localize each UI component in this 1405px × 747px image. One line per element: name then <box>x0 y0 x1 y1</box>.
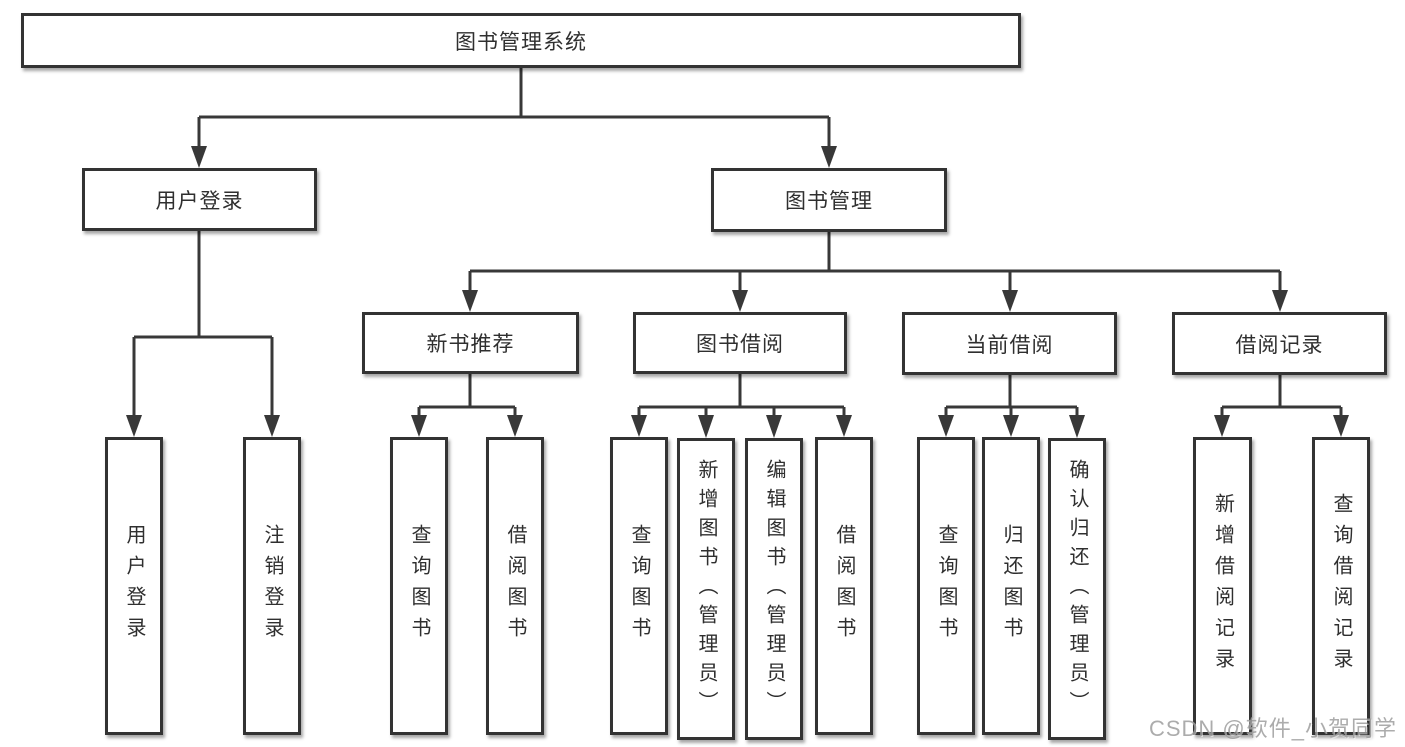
connector-user-login-children <box>132 231 274 417</box>
leaf-newbooks-borrow-label: 借阅图书 <box>504 524 526 648</box>
leaf-current-query: 查询图书 <box>917 437 975 735</box>
node-current-borrow-label: 当前借阅 <box>965 333 1054 357</box>
node-root-label: 图书管理系统 <box>455 30 587 54</box>
node-borrowing: 图书借阅 <box>633 312 847 374</box>
leaf-current-confirm: 确认归还（管理员） <box>1048 438 1106 740</box>
connector-current-children <box>944 375 1079 417</box>
node-root: 图书管理系统 <box>21 13 1021 68</box>
leaf-logout-label: 注销登录 <box>261 524 283 648</box>
node-current-borrow: 当前借阅 <box>902 312 1117 375</box>
leaf-borrowing-query: 查询图书 <box>610 437 668 735</box>
node-user-login-label: 用户登录 <box>155 189 244 213</box>
leaf-newbooks-borrow: 借阅图书 <box>486 437 544 735</box>
connector-new-books-children <box>417 374 517 417</box>
leaf-newbooks-query-label: 查询图书 <box>408 524 430 648</box>
node-new-books: 新书推荐 <box>362 312 579 374</box>
leaf-borrowing-query-label: 查询图书 <box>628 524 650 648</box>
node-book-mgmt: 图书管理 <box>711 168 947 232</box>
leaf-newbooks-query: 查询图书 <box>390 437 448 735</box>
leaf-user-login-label: 用户登录 <box>123 524 145 648</box>
node-borrowing-label: 图书借阅 <box>696 333 784 356</box>
leaf-records-add: 新增借阅记录 <box>1193 437 1252 735</box>
leaf-current-confirm-label: 确认归还（管理员） <box>1066 458 1088 720</box>
leaf-current-return: 归还图书 <box>982 437 1040 735</box>
leaf-borrowing-edit-label: 编辑图书（管理员） <box>763 458 785 720</box>
leaf-borrowing-borrow: 借阅图书 <box>815 437 873 735</box>
leaf-borrowing-add: 新增图书（管理员） <box>677 438 735 740</box>
leaf-borrowing-edit: 编辑图书（管理员） <box>745 438 803 740</box>
connector-root-to-level2 <box>197 68 831 148</box>
node-book-mgmt-label: 图书管理 <box>785 190 873 213</box>
csdn-watermark: CSDN @软件_小贺同学 <box>1148 716 1397 741</box>
node-new-books-label: 新书推荐 <box>426 333 515 356</box>
connector-book-mgmt-children <box>468 232 1282 292</box>
leaf-borrowing-add-label: 新增图书（管理员） <box>695 458 717 720</box>
leaf-current-return-label: 归还图书 <box>1000 524 1022 648</box>
node-borrow-records-label: 借阅记录 <box>1235 333 1324 357</box>
arrowheads <box>126 146 1349 438</box>
leaf-user-login: 用户登录 <box>105 437 163 735</box>
leaf-logout: 注销登录 <box>243 437 301 735</box>
leaf-records-add-label: 新增借阅记录 <box>1211 493 1234 679</box>
leaf-current-query-label: 查询图书 <box>935 524 957 648</box>
leaf-records-query: 查询借阅记录 <box>1312 437 1370 735</box>
node-borrow-records: 借阅记录 <box>1172 312 1387 375</box>
leaf-borrowing-borrow-label: 借阅图书 <box>833 524 855 648</box>
node-user-login: 用户登录 <box>82 168 317 231</box>
connector-records-children <box>1220 375 1343 417</box>
leaf-records-query-label: 查询借阅记录 <box>1330 493 1352 679</box>
connector-borrowing-children <box>637 374 846 417</box>
